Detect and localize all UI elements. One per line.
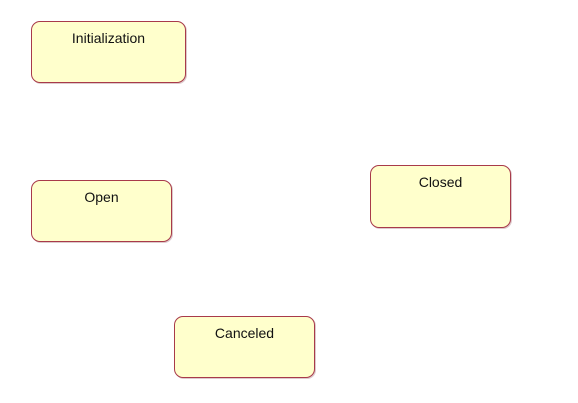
- state-canceled[interactable]: Canceled: [174, 316, 315, 378]
- state-closed[interactable]: Closed: [370, 165, 511, 228]
- state-label: Canceled: [214, 325, 275, 341]
- state-label: Closed: [418, 174, 463, 190]
- state-label: Initialization: [71, 30, 146, 46]
- state-open[interactable]: Open: [31, 180, 172, 242]
- state-label: Open: [84, 189, 119, 205]
- state-initialization[interactable]: Initialization: [31, 21, 186, 83]
